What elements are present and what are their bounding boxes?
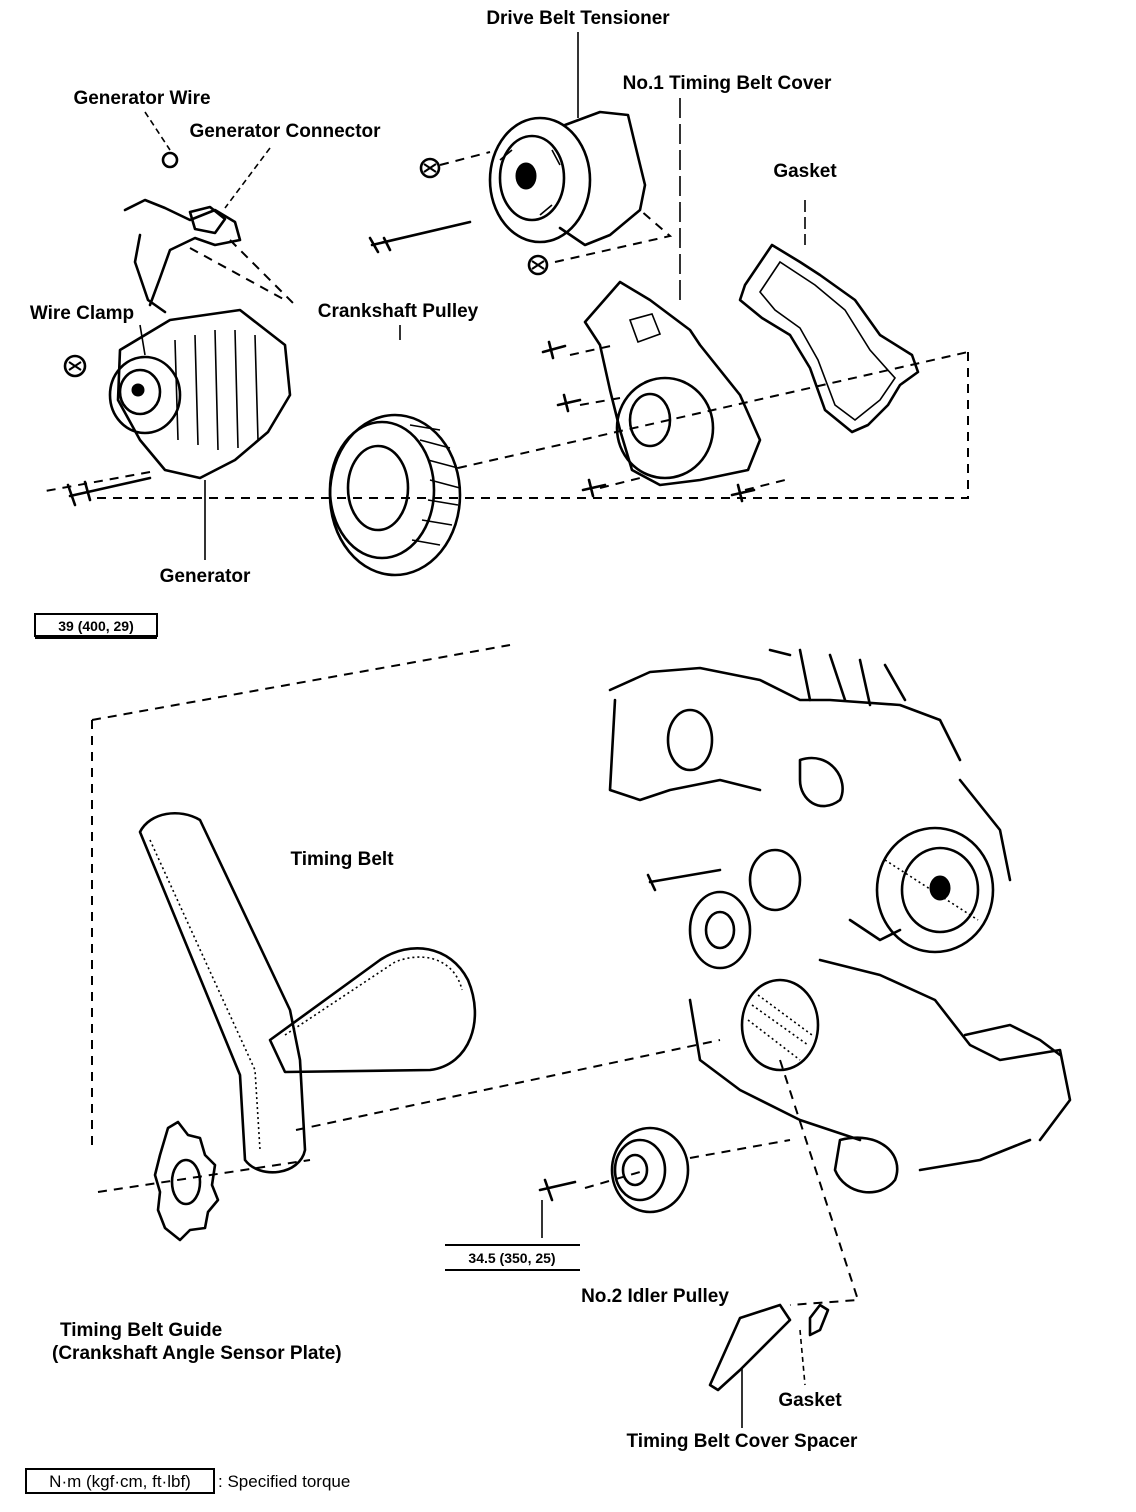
label-timing-belt-guide-line1: Timing Belt Guide [60, 1320, 222, 1341]
label-gasket-lower: Gasket [778, 1390, 842, 1411]
legend-units: N·m (kgf·cm, ft·lbf) [49, 1472, 191, 1491]
label-drive-belt-tensioner: Drive Belt Tensioner [486, 8, 670, 29]
timing-belt-part [138, 812, 477, 1174]
label-no2-idler-pulley: No.2 Idler Pulley [581, 1286, 729, 1307]
drive-belt-tensioner-part [368, 110, 647, 276]
torque-spec-generator: 39 (400, 29) [34, 613, 158, 639]
label-wire-clamp: Wire Clamp [30, 303, 134, 324]
timing-belt-guide-part [153, 1120, 220, 1242]
label-generator: Generator [160, 566, 251, 587]
label-no1-timing-belt-cover: No.1 Timing Belt Cover [623, 73, 832, 94]
timing-belt-cover-spacer-part [708, 1303, 830, 1392]
no1-timing-belt-cover-part [541, 280, 762, 503]
engine-block-part [608, 648, 1072, 1194]
label-crankshaft-pulley: Crankshaft Pulley [318, 301, 479, 322]
label-generator-connector: Generator Connector [189, 121, 381, 142]
label-gasket-upper: Gasket [773, 161, 837, 182]
torque-spec-generator-text: 39 (400, 29) [58, 618, 134, 634]
label-generator-wire: Generator Wire [73, 88, 210, 109]
upper-gasket-part [738, 243, 920, 434]
part-labels: Drive Belt Tensioner No.1 Timing Belt Co… [30, 8, 858, 1452]
label-timing-belt: Timing Belt [290, 849, 394, 870]
generator-part [63, 151, 292, 507]
torque-legend: N·m (kgf·cm, ft·lbf) : Specified torque [25, 1468, 350, 1494]
crankshaft-pulley-part [328, 413, 462, 577]
no2-idler-pulley-part [538, 1126, 690, 1214]
label-timing-belt-guide-line2: (Crankshaft Angle Sensor Plate) [52, 1343, 342, 1364]
label-timing-belt-cover-spacer: Timing Belt Cover Spacer [627, 1431, 858, 1452]
torque-spec-idler-pulley: 34.5 (350, 25) [445, 1244, 580, 1271]
assembly-guide-lines [39, 151, 969, 1306]
torque-spec-idler-pulley-text: 34.5 (350, 25) [468, 1250, 555, 1266]
leader-lines [139, 32, 806, 1428]
legend-description: : Specified torque [218, 1472, 350, 1491]
